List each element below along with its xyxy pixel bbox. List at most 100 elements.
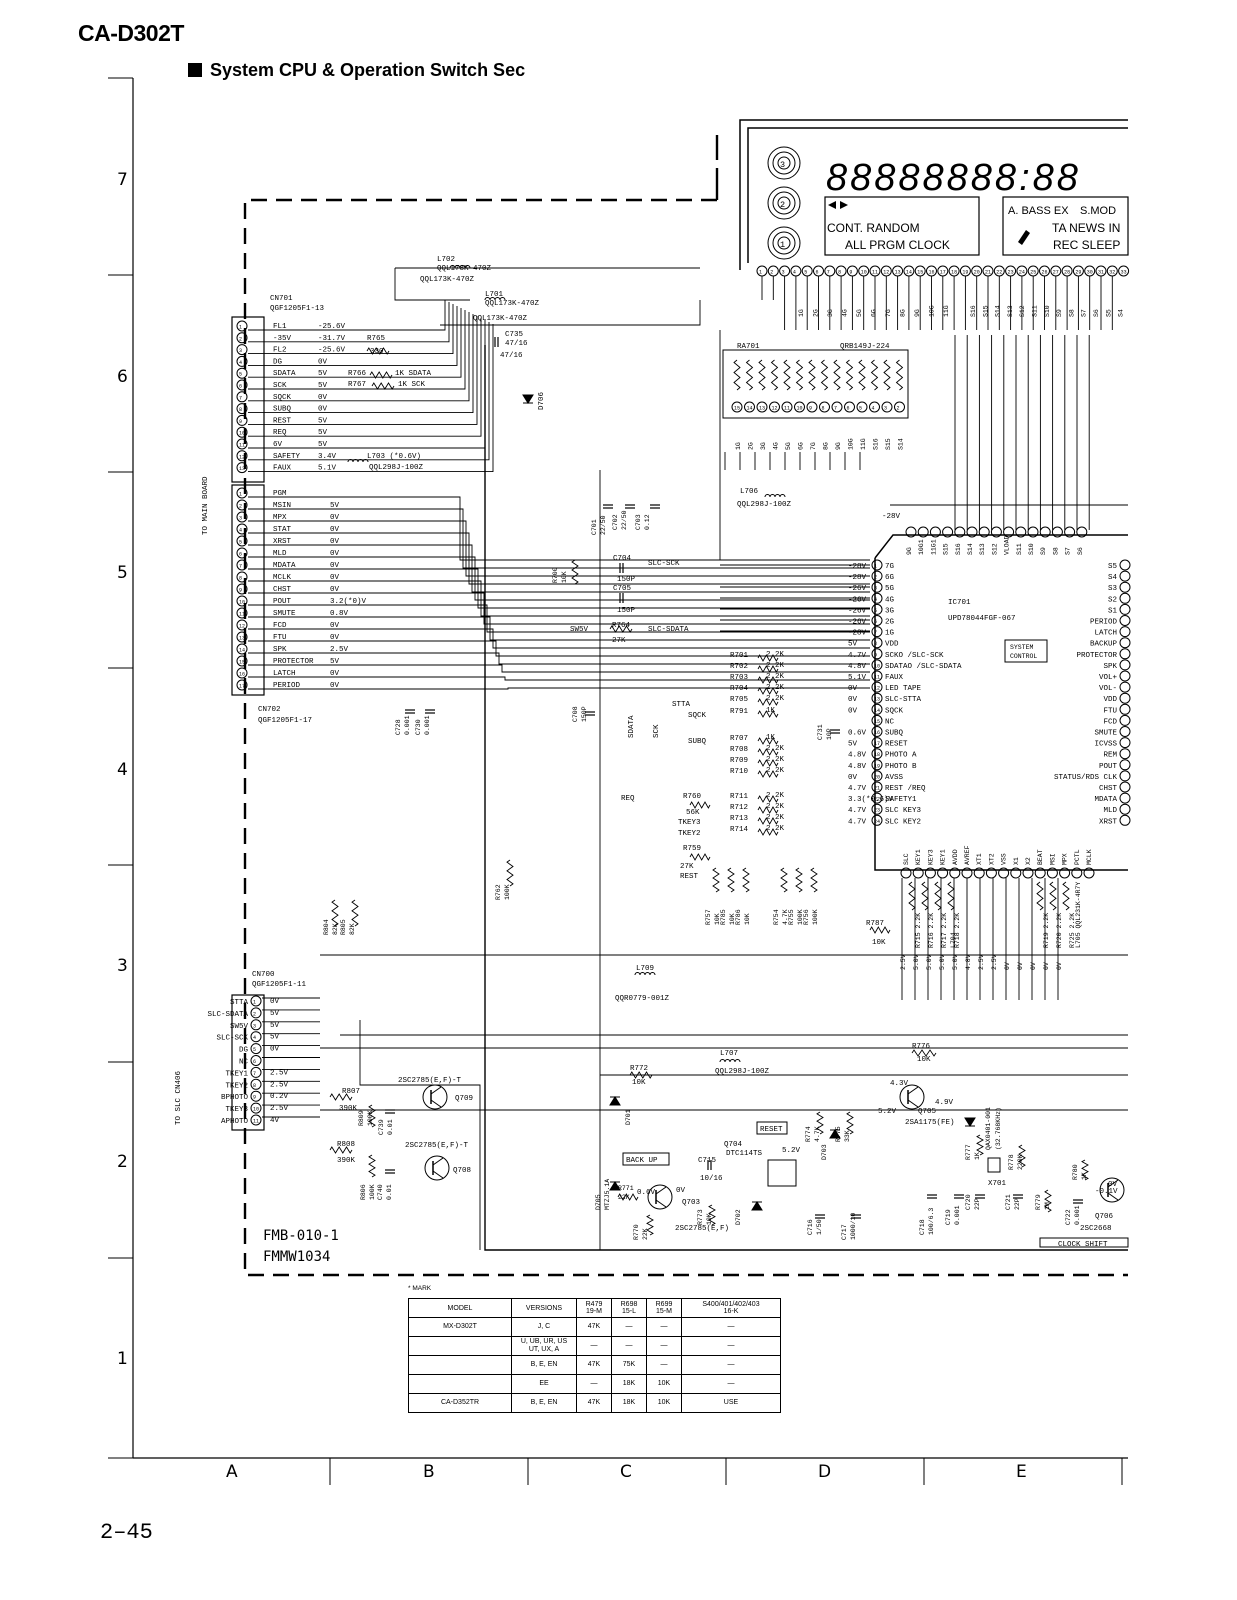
bottom-voltage: 0V (1030, 962, 1037, 970)
connector-pin-number: 16 (239, 672, 245, 678)
connector-pin-label: MPX (273, 514, 287, 522)
connector-pin-label: APHOTO (221, 1118, 249, 1126)
ic701-pin-number: 11 (874, 675, 880, 681)
r725-label: R725 2.2K (1069, 913, 1076, 948)
mark-table-header: S400/401/402/403 16-K (681, 1298, 781, 1318)
ic701-pin-voltage: -26V (848, 585, 867, 593)
connector-pin-number: 9 (239, 588, 242, 594)
fip-segment-label: S10 (1044, 305, 1051, 317)
connector-pin-voltage: 2.5V (270, 1105, 289, 1113)
q709-label: Q709 (455, 1095, 473, 1103)
r754-label: R754 (773, 909, 780, 925)
connector-pin (250, 1055, 262, 1066)
resistor (727, 867, 735, 893)
connector-pin (250, 1066, 262, 1078)
ic701-pin (1071, 867, 1083, 879)
c728-label: 0.001 (404, 715, 411, 735)
c717-label: 1000/10 (850, 1213, 857, 1240)
r754-label: 4.7K (782, 909, 789, 925)
r702-label: R702 (730, 663, 748, 671)
c735-value: 47/16 (500, 352, 523, 360)
ic701-pin (871, 759, 883, 771)
voltage-label: 5.2V (782, 1147, 801, 1155)
ic701-part: UPD78044FGF-067 (948, 615, 1016, 623)
connector-pin (236, 487, 248, 499)
connector-pin (250, 1078, 262, 1090)
page-number: 2–45 (100, 1520, 153, 1545)
ic701-top-label: S7 (1065, 547, 1072, 555)
ic701-pin-number: 23 (874, 808, 880, 814)
ic701-pin (871, 659, 883, 671)
resistor (745, 359, 754, 391)
connector-pin-label: DG (239, 1047, 249, 1055)
resistor (351, 899, 359, 927)
r759-value: 27K (680, 863, 694, 871)
ic701-pin (1119, 581, 1131, 593)
connector-pin-label: POUT (273, 598, 292, 606)
c730-label: C730 (415, 719, 422, 735)
r711-value: 2.2K (766, 792, 785, 800)
c704-label: C704 (613, 555, 632, 563)
connector-pin-number: 3 (239, 516, 242, 522)
ic701-function: SYSTEM (1010, 644, 1034, 651)
ra701-pin-number: 10 (797, 406, 803, 412)
connector-pin-voltage: 0V (330, 526, 340, 534)
ic701-pin-voltage: 0V (848, 696, 858, 704)
r765-label: R765 (367, 335, 386, 343)
voltage-label: 0.6V (637, 1189, 656, 1197)
resistor (947, 881, 955, 911)
d705-label: MTZJ5.1A (604, 1179, 611, 1210)
ic701-bottom-label: MCLK (1086, 849, 1093, 865)
fip-pin-number: 29 (1075, 270, 1081, 276)
mark-table-cell (408, 1355, 512, 1375)
connector-pin (236, 344, 248, 356)
resistor (629, 1071, 653, 1079)
connector-pin-label: -35V (273, 335, 292, 343)
wire (440, 580, 870, 617)
ic701-pin-label: 3G (885, 607, 895, 615)
connector-pin (236, 426, 248, 438)
r708-label: R708 (730, 746, 748, 754)
connector-pin-number: 14 (239, 648, 245, 654)
c721-label: C721 (1005, 1194, 1012, 1210)
ic701-pin-label: REST /REQ (885, 785, 926, 793)
ra701-label: 1G (735, 442, 742, 450)
connector-pin-number: 5 (239, 540, 242, 546)
r779-label: R779 (1035, 1194, 1042, 1210)
c722-label: 0.001 (1074, 1205, 1081, 1225)
mark-table-header: VERSIONS (511, 1298, 577, 1318)
disc-icon (777, 236, 791, 250)
r701-label: R701 (730, 652, 749, 660)
c718-label: 100/6.3 (928, 1208, 935, 1235)
fip-segment-label: S9 (1056, 309, 1063, 317)
r778-label: R778 (1008, 1154, 1015, 1170)
connector-pin (250, 1007, 262, 1019)
resistor (757, 665, 779, 673)
ic701-pin-label: 4G (885, 596, 895, 604)
connector-pin-voltage: 5V (318, 441, 328, 449)
connector-pin-voltage: 5V (270, 1010, 280, 1018)
ic701-pin (1119, 659, 1131, 671)
resistor (758, 359, 766, 391)
d705-label: D705 (595, 1194, 602, 1210)
ra701-pin-number: 4 (872, 406, 875, 412)
ra701-pin-number: 2 (897, 406, 900, 412)
fip-segment-label: S12 (1019, 305, 1026, 317)
diode (522, 394, 534, 404)
connector-pin-voltage: 0V (330, 550, 340, 558)
mark-table-cell: — (576, 1336, 612, 1356)
subq-label: SUBQ (688, 738, 707, 746)
inductor (719, 1059, 741, 1063)
connector-pin-number: 12 (239, 624, 245, 630)
ic701-pin-voltage: -28V (848, 574, 867, 582)
connector-pin (236, 511, 248, 523)
wire (440, 496, 870, 561)
voltage-label: 4.9V (935, 1099, 954, 1107)
ic701-pin-label: SLC-STTA (885, 696, 922, 704)
connector-pin-label: MCLK (273, 574, 292, 582)
wire (440, 652, 870, 665)
resistor (895, 359, 904, 391)
connector-pin-label: STAT (273, 526, 292, 534)
c735-label: 47/16 (505, 340, 528, 348)
board-label-1: FMB-010-1 (263, 1228, 339, 1244)
